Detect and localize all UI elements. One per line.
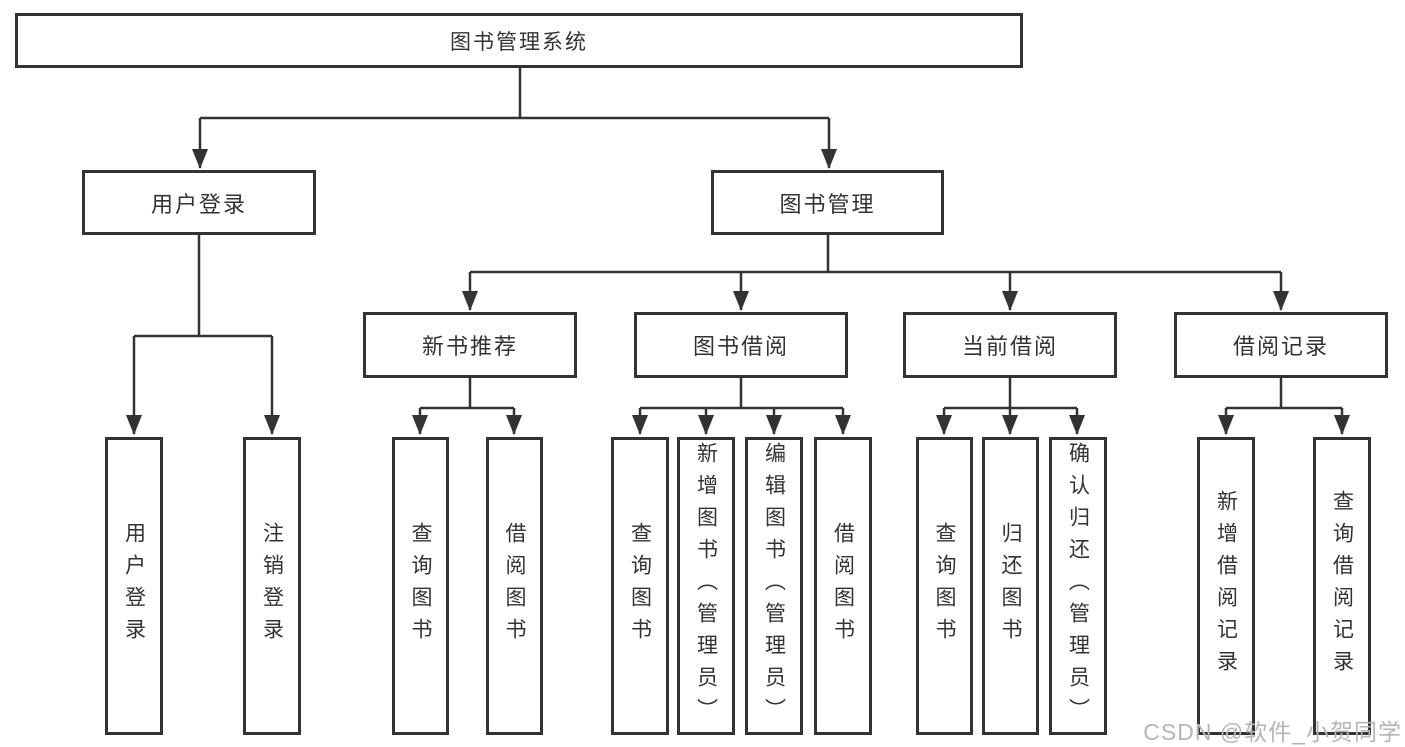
node-book-management-label: 图书管理: [779, 191, 876, 217]
leaf-add-borrow-record: 新增借阅记录: [1197, 437, 1255, 735]
node-library-system-label: 图书管理系统: [450, 30, 588, 54]
leaf-query-books-current-label: 查询图书: [933, 522, 956, 650]
node-book-borrow-label: 图书借阅: [692, 334, 789, 359]
leaf-return-books-label: 归还图书: [999, 522, 1022, 650]
leaf-user-login: 用户登录: [105, 437, 163, 735]
node-new-book-recommend: 新书推荐: [363, 312, 577, 378]
leaf-query-borrow-record-label: 查询借阅记录: [1330, 490, 1354, 682]
leaf-borrow-books-recommend-label: 借阅图书: [503, 522, 526, 650]
leaf-edit-book-admin-label: 编辑图书（管理员）: [762, 442, 786, 730]
node-borrow-records-label: 借阅记录: [1232, 334, 1329, 359]
watermark: CSDN @软件_小贺同学: [1143, 719, 1402, 745]
leaf-borrow-books-label: 借阅图书: [831, 522, 855, 650]
leaf-query-books-borrow-label: 查询图书: [628, 522, 652, 650]
leaf-borrow-books-recommend: 借阅图书: [486, 437, 543, 735]
node-user-login-label: 用户登录: [150, 191, 247, 217]
leaf-return-books: 归还图书: [982, 437, 1039, 735]
leaf-confirm-return-admin-label: 确认归还（管理员）: [1066, 442, 1090, 730]
leaf-query-books-current: 查询图书: [916, 437, 973, 735]
node-borrow-records: 借阅记录: [1174, 312, 1388, 378]
leaf-add-book-admin: 新增图书（管理员）: [677, 437, 735, 735]
node-book-borrow: 图书借阅: [634, 312, 848, 378]
leaf-add-book-admin-label: 新增图书（管理员）: [694, 442, 718, 730]
node-new-book-recommend-label: 新书推荐: [421, 334, 518, 359]
leaf-query-books-recommend-label: 查询图书: [409, 522, 432, 650]
leaf-edit-book-admin: 编辑图书（管理员）: [745, 437, 803, 735]
leaf-query-books-recommend: 查询图书: [392, 437, 449, 735]
leaf-logout-label: 注销登录: [260, 522, 284, 650]
leaf-user-login-label: 用户登录: [122, 522, 146, 650]
node-user-login: 用户登录: [82, 170, 316, 235]
leaf-query-books-borrow: 查询图书: [611, 437, 669, 735]
node-book-management: 图书管理: [711, 170, 944, 235]
node-current-borrow-label: 当前借阅: [961, 334, 1058, 359]
leaf-logout: 注销登录: [243, 437, 301, 735]
node-current-borrow: 当前借阅: [903, 312, 1117, 378]
leaf-add-borrow-record-label: 新增借阅记录: [1214, 490, 1238, 682]
leaf-query-borrow-record: 查询借阅记录: [1313, 437, 1371, 735]
node-library-system: 图书管理系统: [15, 13, 1023, 68]
leaf-borrow-books: 借阅图书: [814, 437, 872, 735]
leaf-confirm-return-admin: 确认归还（管理员）: [1049, 437, 1107, 735]
